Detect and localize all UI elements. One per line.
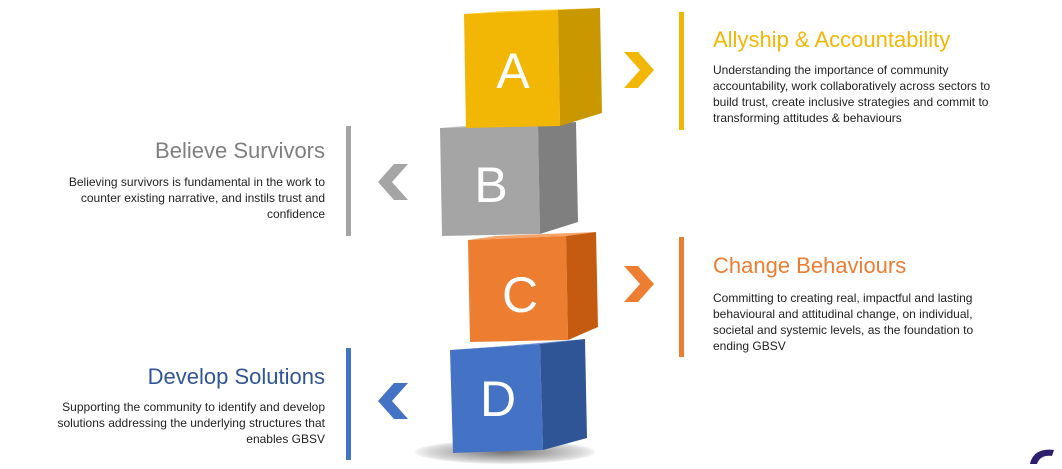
desc-d-line: enables GBSV (246, 432, 325, 446)
cube-c-letter: C (501, 267, 539, 323)
desc-c: Committing to creating real, impactful a… (713, 290, 1058, 354)
desc-a-line: build trust, create inclusive strategies… (713, 95, 989, 109)
desc-b-line: counter existing narrative, and instils … (80, 191, 325, 205)
desc-d-line: Supporting the community to identify and… (62, 400, 325, 414)
desc-c-line: behavioural and attitudinal change, on i… (713, 307, 973, 321)
cube-b-letter: B (474, 157, 508, 213)
desc-a-line: transforming attitudes & behaviours (713, 111, 902, 125)
accent-bar-a (679, 12, 684, 130)
cube-a-letter: A (496, 43, 530, 99)
chevron-left-icon-d (378, 383, 408, 424)
desc-c-line: ending GBSV (713, 339, 786, 353)
accent-bar-c (679, 237, 684, 357)
accent-bar-b (346, 126, 351, 236)
desc-c-line: Committing to creating real, impactful a… (713, 291, 973, 305)
accent-bar-d (346, 348, 351, 460)
desc-c-line: societal and systemic levels, as the fou… (713, 323, 974, 337)
cube-d-letter: D (479, 371, 517, 427)
corner-logo-fragment (1026, 448, 1062, 469)
desc-d: Supporting the community to identify and… (0, 399, 326, 447)
cube-d: D (445, 338, 595, 453)
heading-d: Develop Solutions (147, 364, 325, 389)
desc-b-line: Believing survivors is fundamental in th… (68, 175, 325, 189)
cube-c: C (466, 232, 606, 347)
desc-d-line: solutions addressing the underlying stru… (57, 416, 326, 430)
desc-a-line: accountability, work collaboratively acr… (713, 79, 991, 93)
chevron-right-icon-c (624, 266, 654, 307)
desc-a: Understanding the importance of communit… (713, 62, 1058, 126)
chevron-right-icon-a (624, 52, 654, 93)
desc-b-line: confidence (266, 207, 325, 221)
cube-a: A (460, 8, 605, 128)
chevron-left-icon-b (378, 164, 408, 205)
cube-b: B (440, 122, 580, 237)
heading-b: Believe Survivors (155, 138, 325, 163)
heading-a: Allyship & Accountability (713, 27, 951, 52)
desc-a-line: Understanding the importance of communit… (713, 63, 949, 77)
heading-c: Change Behaviours (713, 253, 907, 278)
desc-b: Believing survivors is fundamental in th… (0, 174, 325, 222)
